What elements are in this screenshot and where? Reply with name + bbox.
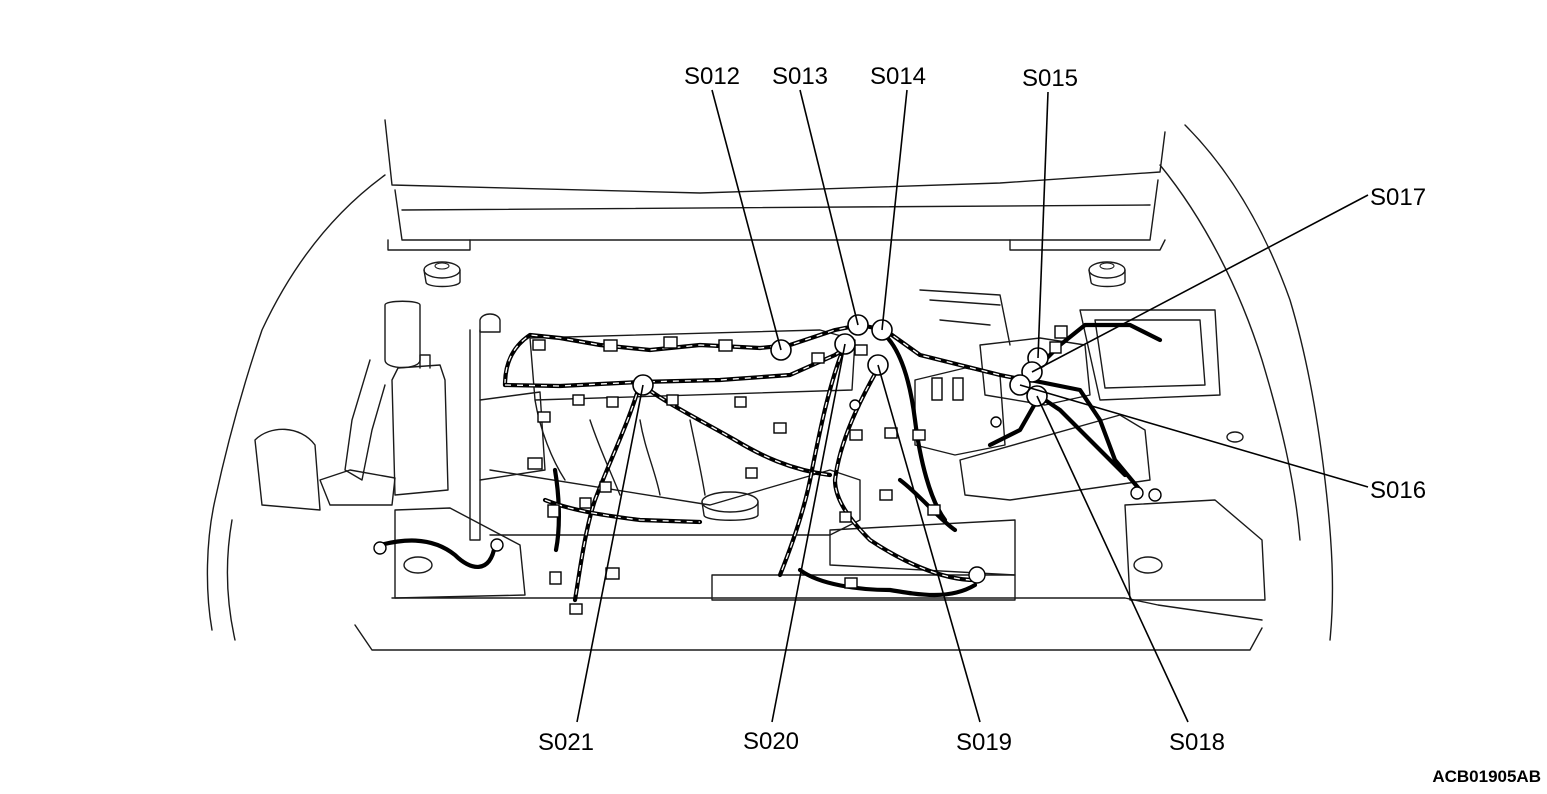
callout-s018: S018 bbox=[1169, 729, 1225, 756]
leader-s018 bbox=[1036, 395, 1189, 723]
leader-s019 bbox=[877, 364, 981, 723]
leader-s020 bbox=[771, 343, 846, 723]
leader-s014 bbox=[881, 89, 908, 331]
figure-code: ACB01905AB bbox=[1432, 767, 1541, 786]
leader-s017 bbox=[1031, 194, 1369, 373]
connectors bbox=[373, 325, 1162, 615]
callout-s021: S021 bbox=[538, 729, 594, 756]
callout-labels: S012 S013 S014 S015 S016 S017 S018 S019 … bbox=[538, 63, 1426, 756]
callout-s020: S020 bbox=[743, 728, 799, 755]
callout-s016: S016 bbox=[1370, 477, 1426, 504]
leader-s021 bbox=[576, 384, 644, 723]
leader-s016 bbox=[1019, 384, 1369, 488]
callout-s019: S019 bbox=[956, 729, 1012, 756]
callout-s013: S013 bbox=[772, 63, 828, 90]
callout-s012: S012 bbox=[684, 63, 740, 90]
vehicle-body-outline bbox=[206, 119, 1334, 651]
leader-s013 bbox=[799, 89, 859, 326]
leader-lines bbox=[576, 89, 1369, 723]
wiring-harness bbox=[377, 322, 1163, 603]
callout-s015: S015 bbox=[1022, 65, 1078, 92]
leader-s015 bbox=[1037, 91, 1049, 359]
leader-s012 bbox=[711, 89, 782, 351]
callout-s017: S017 bbox=[1370, 184, 1426, 211]
callout-s014: S014 bbox=[870, 63, 926, 90]
